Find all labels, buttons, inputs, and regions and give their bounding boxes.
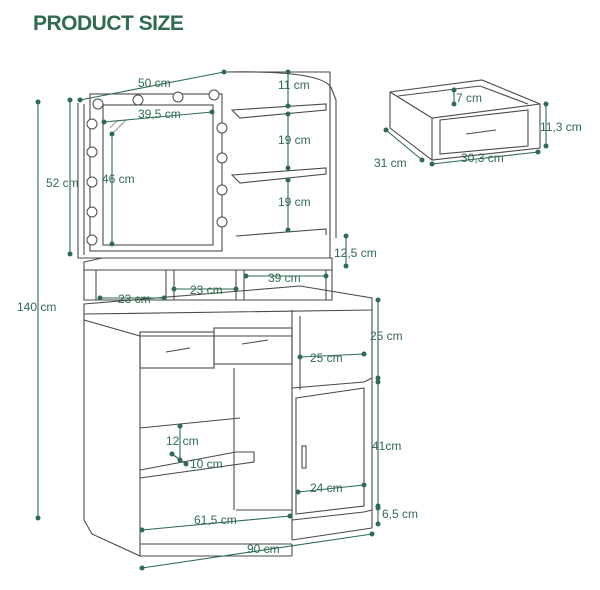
label-cubby-height: 12,5 cm: [334, 246, 377, 260]
label-drawer-outer-height: 11,3 cm: [540, 120, 582, 134]
label-drawer-width: 30,3 cm: [461, 151, 504, 165]
label-cabinet-width: 24 cm: [310, 481, 343, 495]
label-mirror-height: 46 cm: [102, 172, 135, 186]
label-shelf-middle-gap: 19 cm: [278, 133, 311, 147]
label-drawer-section-height: 25 cm: [370, 329, 403, 343]
label-drawer-depth: 31 cm: [374, 156, 407, 170]
dimension-labels: 50 cm 39,5 cm 46 cm 52 cm 140 cm 11 cm 1…: [17, 76, 582, 556]
label-shelf-bottom-gap: 19 cm: [278, 195, 311, 209]
side-shelves: [230, 103, 327, 237]
label-mirror-frame-height: 52 cm: [46, 176, 79, 190]
label-cubby-left: 23 cm: [118, 292, 151, 306]
label-cabinet-height: 41cm: [372, 439, 401, 453]
label-base-height: 6,5 cm: [382, 507, 418, 521]
label-shelf-height: 12 cm: [166, 434, 199, 448]
mirror-bulbs: [86, 89, 228, 246]
label-shelf-top-gap: 11 cm: [278, 78, 310, 92]
vanity-table-drawing: [77, 71, 373, 557]
label-shelf-depth: 10 cm: [190, 457, 223, 471]
label-leg-space-width: 61,5 cm: [194, 513, 237, 527]
drawer-detail-drawing: [389, 79, 541, 161]
label-drawer-compartment-width: 25 cm: [310, 351, 343, 365]
label-cubby-middle: 23 cm: [190, 283, 223, 297]
page-title: PRODUCT SIZE: [33, 12, 184, 35]
label-mirror-width: 39,5 cm: [138, 107, 181, 121]
dimension-lines: [35, 69, 549, 571]
label-total-width: 90 cm: [247, 542, 280, 556]
label-cubby-right: 39 cm: [268, 271, 301, 285]
label-mirror-frame-width: 50 cm: [138, 76, 171, 90]
desk-body: [83, 310, 373, 557]
label-drawer-height: 7 cm: [456, 91, 482, 105]
label-total-height: 140 cm: [17, 300, 56, 314]
